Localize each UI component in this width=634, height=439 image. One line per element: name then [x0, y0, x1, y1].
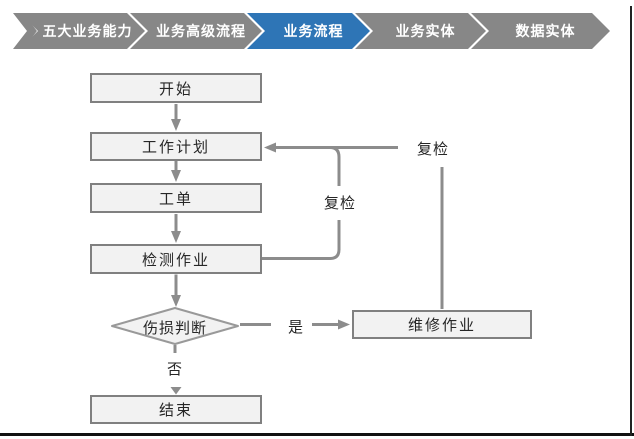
breadcrumb-item-five-capabilities[interactable]: 五大业务能力 — [20, 13, 145, 49]
breadcrumb-item-business-highlevel-process[interactable]: 业务高级流程 — [130, 13, 262, 49]
frame-right-line — [630, 6, 632, 436]
node-start: 开始 — [90, 73, 262, 103]
node-work-plan: 工作计划 — [90, 132, 262, 161]
edge-label-recheck-outer: 复检 — [409, 138, 457, 159]
node-end: 结束 — [90, 395, 262, 424]
node-damage-judgement-label: 伤损判断 — [142, 320, 207, 337]
breadcrumb-item-business-process-active[interactable]: 业务流程 — [247, 13, 370, 49]
breadcrumb-item-business-entity[interactable]: 业务实体 — [355, 13, 486, 49]
breadcrumb-item-data-entity[interactable]: 数据实体 — [471, 13, 610, 49]
line-inspect-loop-lower — [262, 220, 341, 260]
edge-label-yes: 是 — [283, 316, 309, 337]
edge-label-no: 否 — [162, 358, 188, 379]
node-work-order: 工单 — [90, 183, 262, 213]
frame-bottom-line — [0, 433, 634, 436]
node-inspection-job: 检测作业 — [90, 244, 262, 274]
line-inspect-loop-upper — [329, 146, 341, 186]
edge-label-recheck-inner: 复检 — [316, 192, 364, 213]
arrowhead-no-to-end — [170, 387, 182, 395]
node-repair-job: 维修作业 — [352, 310, 532, 339]
